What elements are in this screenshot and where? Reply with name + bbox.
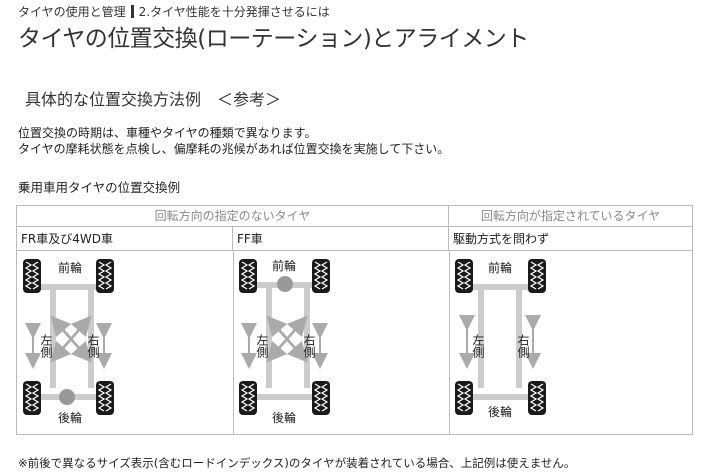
- page-title: タイヤの位置交換(ローテーション)とアライメント: [18, 26, 529, 52]
- section-title: 具体的な位置交換方法例 ＜参考＞: [25, 90, 282, 109]
- label-left: 左側: [471, 333, 485, 358]
- column-label-any-drive: 駆動方式を問わず: [449, 227, 692, 251]
- divider: [233, 251, 234, 434]
- label-right: 右側: [86, 333, 100, 358]
- label-rear: 後輪: [272, 410, 296, 425]
- diagram-fr-4wd: 前輪 後輪 左側 右側: [22, 258, 115, 425]
- label-right: 右側: [516, 333, 530, 358]
- label-left: 左側: [39, 333, 53, 358]
- footnote: ※前後で異なるサイズ表示(含むロードインデックス)のタイヤが装着されている場合、…: [18, 456, 576, 470]
- header-non-directional: 回転方向の指定のないタイヤ: [17, 206, 449, 227]
- label-front: 前輪: [272, 258, 296, 273]
- label-rear: 後輪: [58, 410, 82, 425]
- diagram-ff: 前輪 後輪 左側 右側: [238, 258, 331, 425]
- label-right: 右側: [302, 333, 316, 358]
- column-label-fr-4wd: FR車及び4WD車: [17, 227, 233, 251]
- label-front: 前輪: [488, 260, 512, 275]
- column-label-ff: FF車: [233, 227, 449, 251]
- label-left: 左側: [255, 333, 269, 358]
- divider: [449, 251, 450, 434]
- breadcrumb-parent[interactable]: タイヤの使用と管理: [18, 5, 126, 19]
- rotation-table: 回転方向の指定のないタイヤ 回転方向が指定されているタイヤ FR車及び4WD車 …: [16, 205, 693, 435]
- label-rear: 後輪: [488, 404, 512, 419]
- paragraph-inspection: タイヤの摩耗状態を点検し、偏摩耗の兆候があれば位置交換を実施して下さい。: [18, 142, 450, 156]
- breadcrumb-current: 2.タイヤ性能を十分発揮させるには: [138, 5, 330, 19]
- diagram-directional: 前輪 後輪 左側 右側: [454, 258, 547, 419]
- breadcrumb: タイヤの使用と管理 2.タイヤ性能を十分発揮させるには: [18, 3, 330, 20]
- paragraph-timing: 位置交換の時期は、車種やタイヤの種類で異なります。: [18, 126, 317, 140]
- header-directional: 回転方向が指定されているタイヤ: [449, 206, 692, 227]
- breadcrumb-separator: [130, 5, 134, 18]
- subheading: 乗用車用タイヤの位置交換例: [18, 180, 181, 195]
- label-front: 前輪: [58, 260, 82, 275]
